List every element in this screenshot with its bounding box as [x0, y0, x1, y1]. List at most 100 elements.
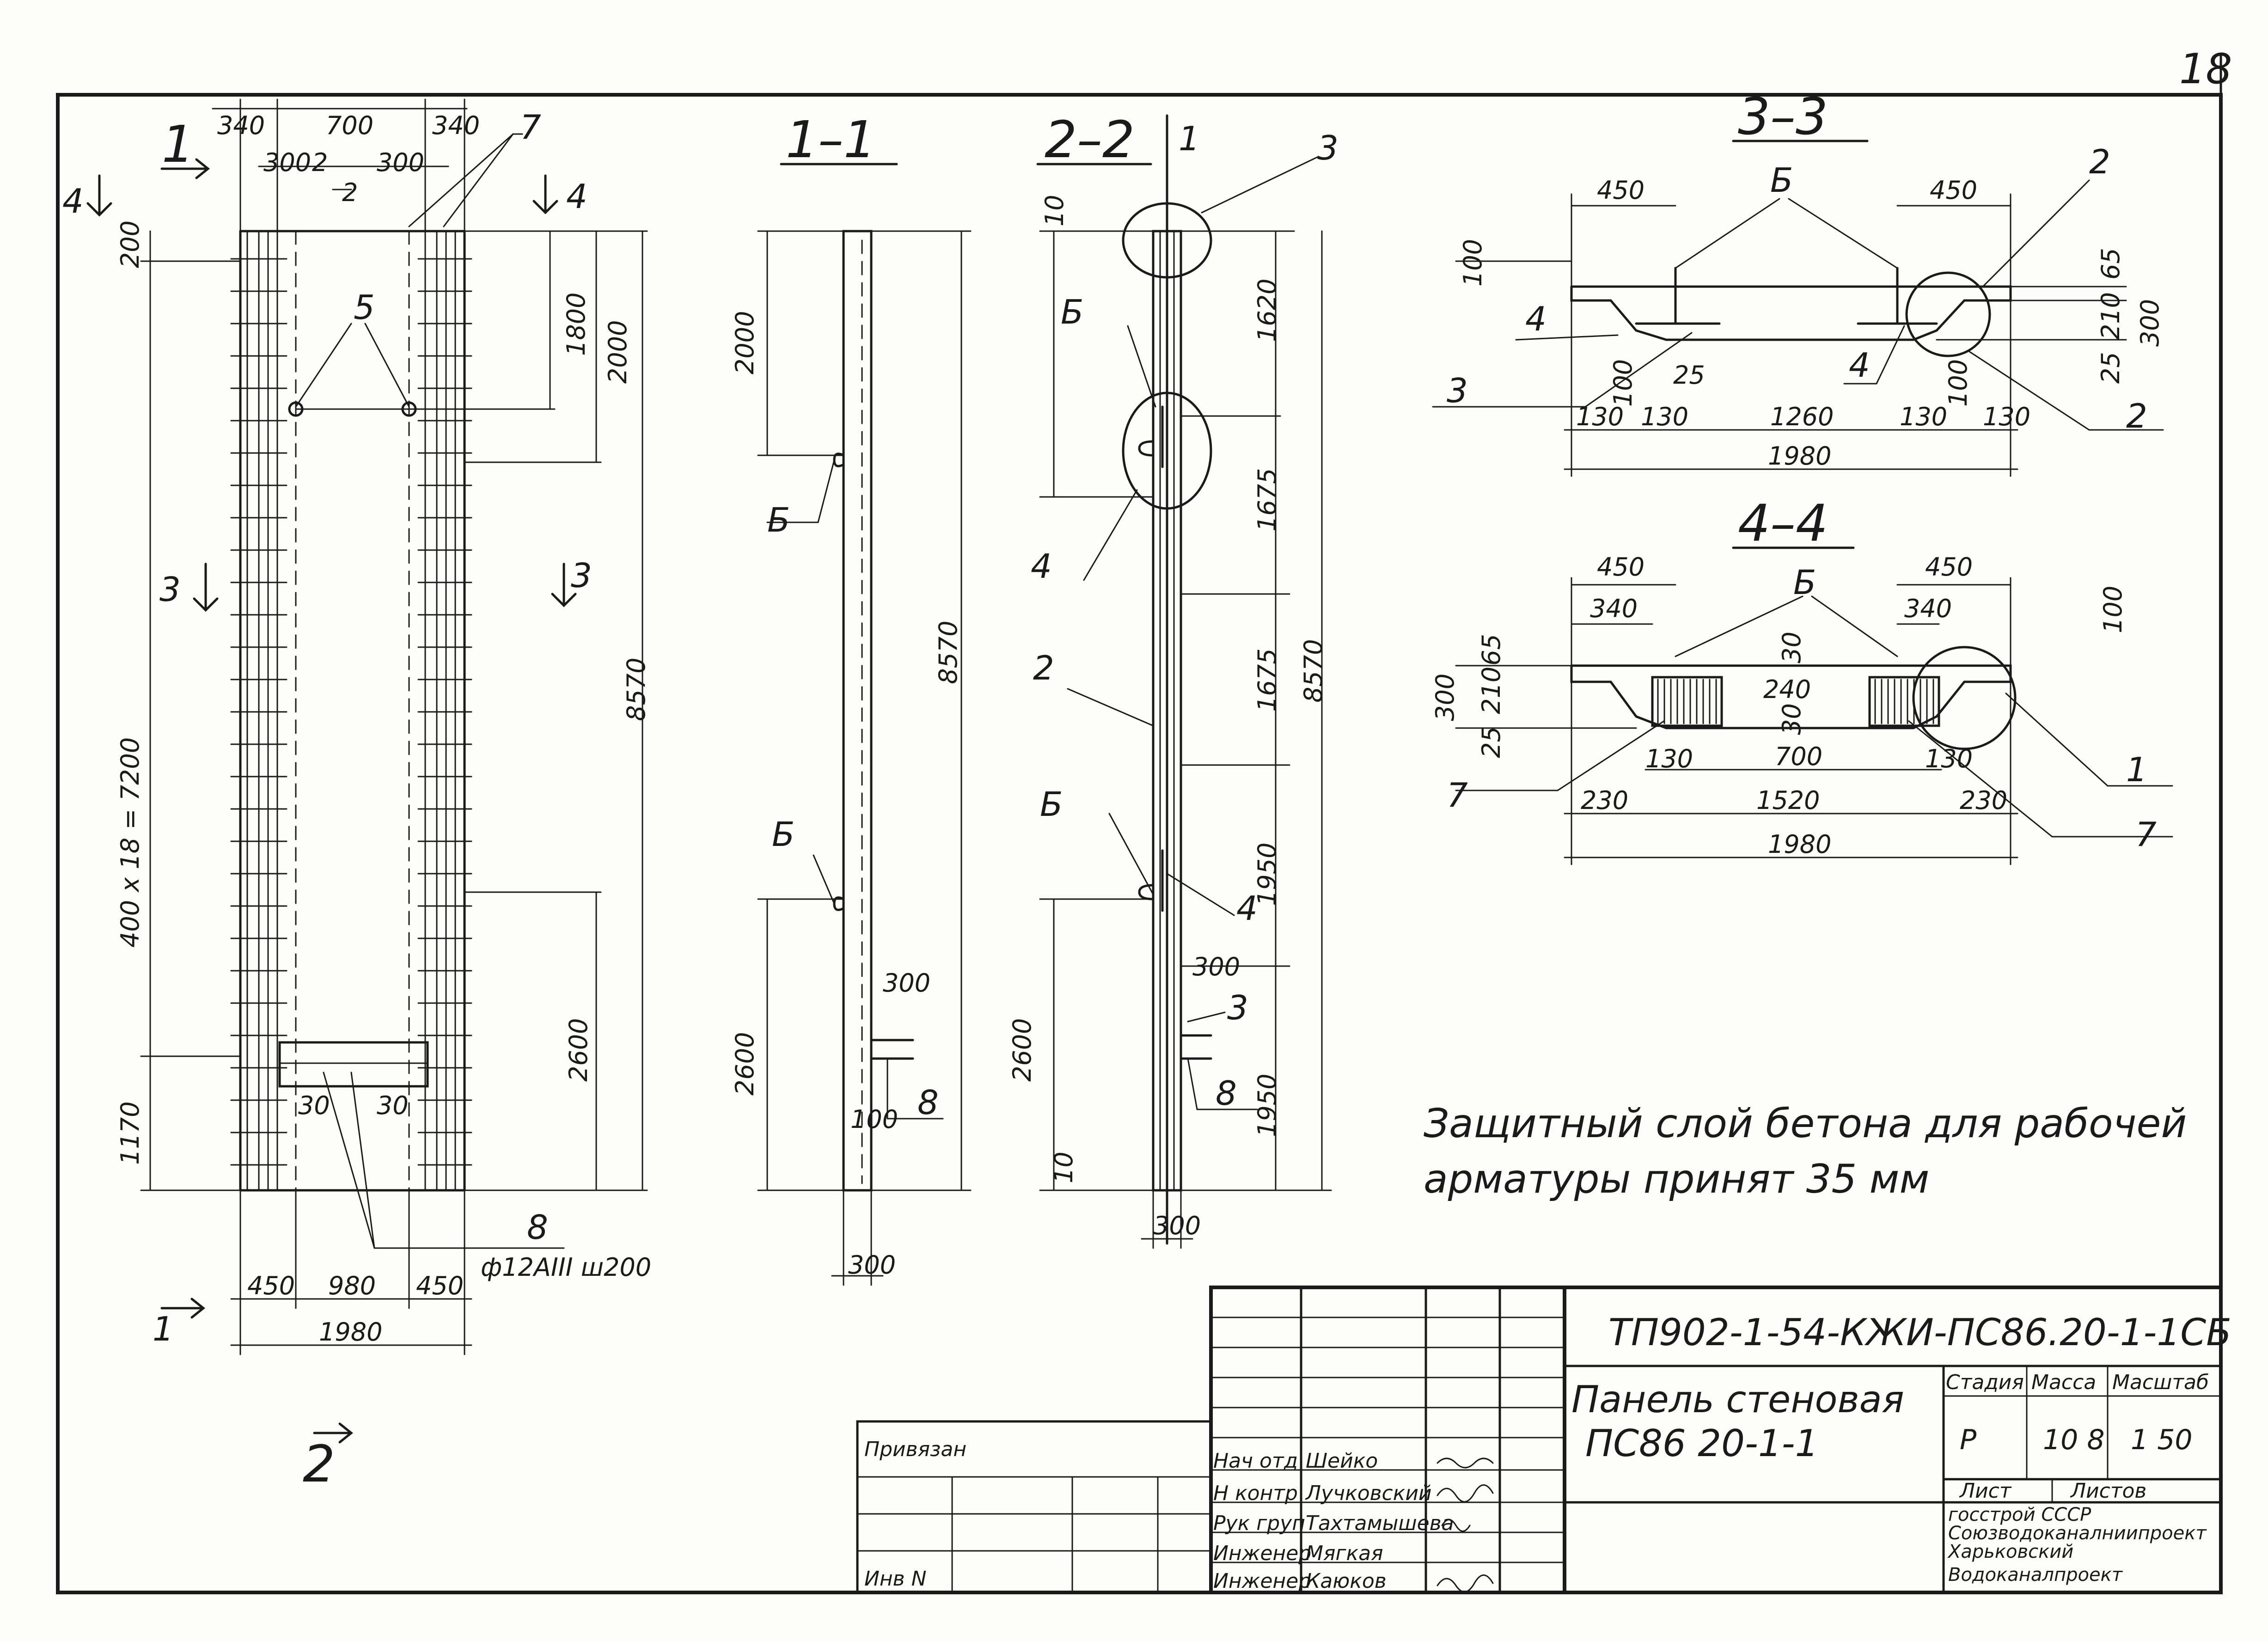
svg-text:8: 8 [1216, 1074, 1237, 1113]
svg-text:130: 130 [1900, 402, 1947, 431]
svg-text:130: 130 [1645, 744, 1693, 773]
svg-text:100: 100 [2098, 586, 2127, 633]
concrete-cover-note-line1: Защитный слой бетона для рабочей [1424, 1101, 2187, 1147]
signature-mark [1441, 1519, 1471, 1532]
svg-text:Б: Б [1793, 563, 1816, 602]
svg-text:Мягкая: Мягкая [1306, 1542, 1383, 1565]
svg-text:4: 4 [1849, 346, 1870, 385]
svg-text:2600: 2600 [730, 1032, 759, 1096]
svg-text:30: 30 [298, 1091, 330, 1120]
svg-text:65: 65 [1477, 634, 1506, 666]
svg-text:300: 300 [1430, 674, 1460, 721]
signature-mark [1437, 1574, 1494, 1593]
svg-text:1: 1 [1179, 119, 1200, 158]
svg-text:25: 25 [1673, 361, 1705, 390]
svg-text:Б: Б [1040, 785, 1063, 824]
svg-text:2000: 2000 [603, 320, 632, 384]
svg-text:1: 1 [2126, 750, 2147, 789]
plan-cut-marks: 1 1 2 2 3 3 4 4 [62, 115, 592, 1494]
svg-text:1675: 1675 [1253, 468, 1282, 532]
svg-text:1980: 1980 [319, 1317, 382, 1347]
plan-dim-labels: 340 700 340 300 2 300 200 400 x 18 = 720… [116, 111, 651, 1347]
section-title-3-3: 3–3 [1738, 87, 1828, 146]
svg-text:130: 130 [1925, 744, 1973, 773]
svg-text:300: 300 [1192, 952, 1240, 981]
svg-text:3: 3 [159, 570, 181, 609]
svg-text:210: 210 [2096, 292, 2125, 340]
svg-text:2: 2 [303, 1434, 335, 1494]
svg-text:30: 30 [377, 1091, 409, 1120]
section-1-1-labels: 2000 8570 2600 300 100 300 Б Б 8 [730, 311, 963, 1280]
svg-text:Стадия: Стадия [1946, 1371, 2024, 1394]
svg-text:Тахтамышева: Тахтамышева [1306, 1512, 1454, 1535]
svg-text:450: 450 [247, 1271, 295, 1300]
section-title-4-4: 4–4 [1738, 494, 1828, 553]
svg-text:1675: 1675 [1253, 649, 1282, 712]
svg-text:340: 340 [432, 111, 480, 140]
svg-text:Лист: Лист [1959, 1479, 2012, 1503]
svg-text:450: 450 [1925, 552, 1973, 582]
svg-text:65: 65 [2096, 248, 2125, 280]
svg-text:ф12АIII ш200: ф12АIII ш200 [481, 1253, 651, 1282]
svg-text:100: 100 [1458, 239, 1487, 287]
svg-text:1: 1 [153, 1310, 174, 1348]
svg-text:Б: Б [1770, 161, 1793, 200]
svg-text:450: 450 [1597, 176, 1644, 205]
concrete-cover-note-line2: арматуры принят 35 мм [1424, 1156, 1929, 1202]
svg-text:2: 2 [2126, 397, 2147, 435]
svg-text:300: 300 [883, 968, 930, 998]
svg-text:130: 130 [1641, 402, 1688, 431]
svg-text:Лучковский: Лучковский [1305, 1482, 1432, 1505]
svg-text:300: 300 [848, 1250, 896, 1280]
svg-text:25: 25 [2096, 352, 2125, 384]
plan-view [230, 230, 556, 1192]
svg-text:госстрой СССР: госстрой СССР [1948, 1504, 2091, 1525]
svg-text:8: 8 [527, 1208, 548, 1247]
title-block [856, 1286, 2223, 1594]
svg-text:8570: 8570 [1299, 639, 1328, 703]
svg-text:300: 300 [2135, 299, 2164, 347]
svg-text:Союзводоканалниипроект: Союзводоканалниипроект [1948, 1523, 2207, 1544]
svg-text:980: 980 [328, 1271, 376, 1300]
section-2-2: 2–2 [1036, 110, 1332, 1249]
svg-text:8570: 8570 [934, 621, 963, 684]
signature-mark [1437, 1484, 1494, 1503]
svg-text:230: 230 [1581, 786, 1628, 815]
svg-text:10: 10 [1040, 195, 1069, 227]
svg-text:Шейко: Шейко [1306, 1449, 1378, 1473]
svg-text:4: 4 [1525, 300, 1547, 338]
svg-text:210: 210 [1477, 667, 1506, 714]
svg-text:3: 3 [1447, 371, 1468, 410]
svg-text:2600: 2600 [1008, 1018, 1037, 1082]
svg-text:3: 3 [1317, 129, 1339, 167]
svg-text:5: 5 [354, 288, 375, 327]
svg-text:400 x 18 = 7200: 400 x 18 = 7200 [116, 737, 145, 948]
svg-text:Инженер: Инженер [1213, 1542, 1311, 1565]
svg-text:25: 25 [1477, 726, 1506, 758]
svg-text:7: 7 [520, 108, 541, 147]
svg-text:7: 7 [2135, 815, 2157, 854]
inventory-label: Инв N [864, 1567, 927, 1591]
svg-text:3: 3 [1227, 988, 1248, 1027]
svg-text:Инженер: Инженер [1213, 1569, 1311, 1593]
svg-text:340: 340 [1904, 594, 1952, 623]
svg-text:700: 700 [326, 111, 373, 140]
svg-text:Рук груп: Рук груп [1213, 1512, 1305, 1535]
svg-text:Харьковский: Харьковский [1947, 1541, 2073, 1562]
svg-text:Каюков: Каюков [1306, 1569, 1387, 1593]
section-4-4-labels: 450 340 450 340 100 65 300 210 25 30 240… [1430, 552, 2173, 859]
svg-text:3: 3 [571, 556, 592, 595]
svg-text:2: 2 [2089, 142, 2110, 181]
svg-text:4: 4 [566, 177, 587, 216]
svg-text:130: 130 [1983, 402, 2030, 431]
svg-text:Б: Б [1061, 293, 1083, 331]
svg-text:4: 4 [1031, 547, 1052, 586]
svg-text:1260: 1260 [1770, 402, 1834, 431]
svg-text:Масса: Масса [2031, 1371, 2096, 1394]
svg-text:2600: 2600 [564, 1018, 593, 1082]
svg-text:10 8: 10 8 [2043, 1424, 2105, 1456]
svg-text:300: 300 [1153, 1211, 1201, 1240]
section-1-1: 1–1 [757, 110, 972, 1286]
plan-leaders: 7 5 8 [295, 108, 565, 1249]
svg-text:300: 300 [263, 148, 311, 177]
